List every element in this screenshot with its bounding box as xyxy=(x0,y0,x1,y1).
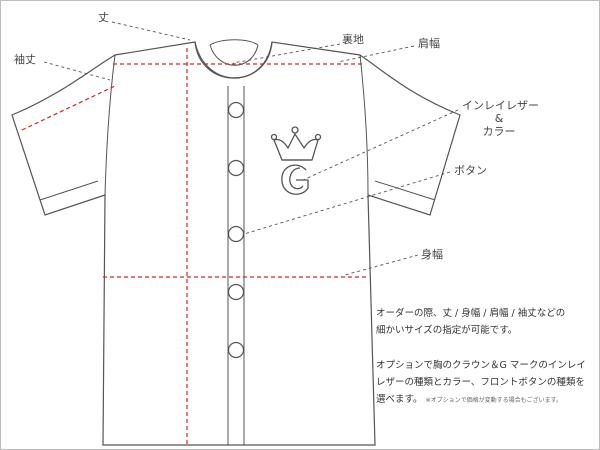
label-button: ボタン xyxy=(454,164,487,177)
sleeve-seam-right xyxy=(359,54,369,196)
button-4 xyxy=(227,283,245,301)
cuff-right xyxy=(374,180,436,201)
desc-p2-line1: オプションで胸のクラウン＆G マークのインレイ xyxy=(376,360,586,371)
label-inlay: インレイレザー & カラー xyxy=(462,99,539,138)
button-5 xyxy=(227,341,245,359)
leader-lines xyxy=(43,21,459,276)
sleeve-seam-left xyxy=(104,54,116,196)
label-body-width: 身幅 xyxy=(421,248,443,261)
label-inlay-line3: カラー xyxy=(482,125,516,138)
leader-shoulder xyxy=(337,45,415,63)
desc-p2-line3: 選べます。 ※オプションで価格が変動する場合もございます。 xyxy=(376,391,562,409)
desc-p2-line2: レザーの種類とカラー、フロントボタンの種類を xyxy=(376,377,585,388)
back-neck xyxy=(209,39,259,46)
desc-p1-line2: 細かいサイズの指定が可能です。 xyxy=(376,325,518,336)
leader-inlay xyxy=(302,109,459,181)
button-3 xyxy=(227,225,245,243)
measure-lines xyxy=(21,48,368,445)
label-shoulder-width: 肩幅 xyxy=(418,37,440,50)
crown-icon xyxy=(270,126,322,161)
leader-lining xyxy=(232,43,341,64)
leader-body xyxy=(344,254,419,276)
desc-p1-line1: オーダーの際、丈 / 身幅 / 肩幅 / 袖丈などの xyxy=(376,308,566,319)
cuff-left xyxy=(39,180,99,201)
desc-p2-line3-text: 選べます。 xyxy=(376,394,423,405)
label-length: 丈 xyxy=(98,11,109,24)
measure-sleeve xyxy=(21,85,116,131)
button-1 xyxy=(227,101,245,119)
leader-length xyxy=(111,21,191,41)
label-lining: 裏地 xyxy=(342,33,364,46)
label-inlay-line2: & xyxy=(494,112,504,125)
button-2 xyxy=(227,159,245,177)
desc-price-note: ※オプションで価格が変動する場合もございます。 xyxy=(425,397,563,404)
g-mark-icon xyxy=(281,164,309,195)
label-sleeve-length: 袖丈 xyxy=(14,53,36,66)
collar-inner xyxy=(209,44,259,66)
label-inlay-line1: インレイレザー xyxy=(462,99,539,112)
